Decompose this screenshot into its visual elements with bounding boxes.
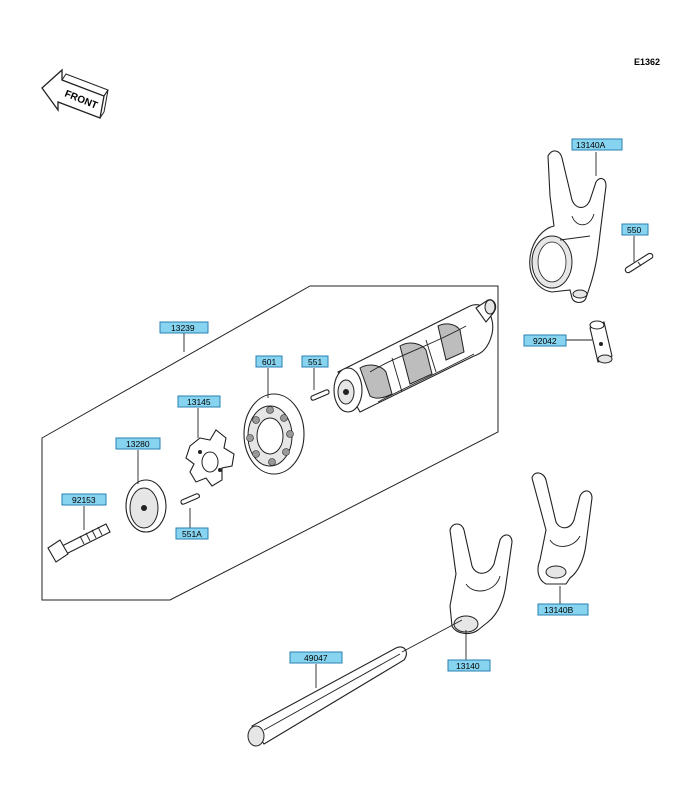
label-text: 601: [262, 357, 276, 367]
shaft-49047: [247, 646, 407, 747]
label-text: 551A: [182, 529, 202, 539]
leader-lines: [83, 152, 635, 688]
label-13140[interactable]: 13140: [447, 659, 491, 672]
label-text: 49047: [304, 653, 328, 663]
label-13239[interactable]: 13239: [159, 321, 209, 334]
label-13140A[interactable]: 13140A: [571, 138, 623, 151]
label-text: 92153: [72, 495, 96, 505]
shift-fork-13140: [449, 523, 513, 635]
label-text: 551: [308, 357, 322, 367]
bolt-92153: [47, 523, 111, 563]
shift-drum-13239: [333, 299, 497, 413]
label-text: 13140: [456, 661, 480, 671]
assembly-13239-frame: [41, 285, 499, 601]
front-arrow-icon: FRONT: [41, 68, 109, 119]
label-92153[interactable]: 92153: [61, 493, 107, 506]
pin-550: [624, 252, 654, 274]
label-text: 13140B: [544, 605, 574, 615]
label-text: 92042: [533, 336, 557, 346]
plate-13280: [125, 479, 167, 533]
bearing-601: [243, 393, 305, 475]
label-13145[interactable]: 13145: [177, 395, 221, 408]
pin-551A: [180, 493, 201, 505]
label-text: 13239: [171, 323, 195, 333]
label-13280[interactable]: 13280: [115, 437, 161, 450]
bushing-92042: [589, 320, 613, 364]
label-551[interactable]: 551: [301, 355, 329, 368]
label-551A[interactable]: 551A: [175, 527, 209, 540]
label-text: 550: [627, 225, 641, 235]
label-92042[interactable]: 92042: [523, 334, 567, 347]
label-text: 13140A: [576, 140, 606, 150]
pin-551: [310, 389, 330, 401]
label-601[interactable]: 601: [255, 355, 283, 368]
label-49047[interactable]: 49047: [289, 651, 343, 664]
star-wheel-13145: [185, 429, 235, 487]
shift-fork-13140B: [531, 472, 593, 585]
label-13140B[interactable]: 13140B: [537, 603, 589, 616]
label-550[interactable]: 550: [621, 223, 649, 236]
label-text: 13145: [187, 397, 211, 407]
diagram-code: E1362: [634, 57, 660, 67]
label-text: 13280: [126, 439, 150, 449]
shift-fork-13140A: [529, 150, 607, 304]
